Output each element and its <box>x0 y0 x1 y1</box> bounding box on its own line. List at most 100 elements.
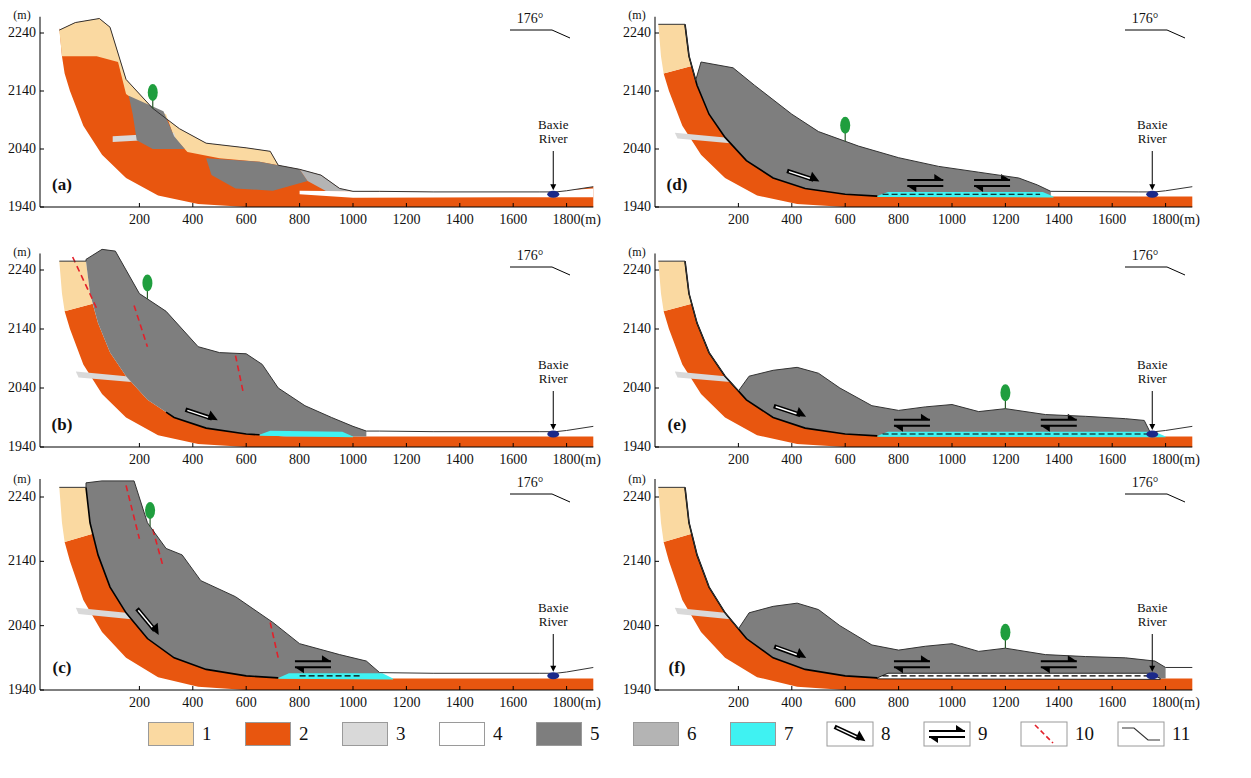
x-axis <box>40 207 593 208</box>
axis-label: 2040 <box>8 381 36 396</box>
bedrock <box>664 304 1193 447</box>
y-tick <box>655 33 659 34</box>
axis-label: 200 <box>728 453 749 468</box>
legend-swatch <box>633 722 679 746</box>
x-axis <box>40 447 593 448</box>
orientation-line <box>510 494 570 502</box>
axis-label: 2240 <box>623 490 651 505</box>
y-axis <box>40 253 41 447</box>
axis-label: 2140 <box>623 554 651 569</box>
arrow-head <box>974 186 983 192</box>
axis-label: 1400 <box>1045 453 1073 468</box>
legend-number: 5 <box>590 723 600 745</box>
y-axis <box>40 479 41 690</box>
x-tick <box>566 203 567 207</box>
x-tick <box>406 686 407 690</box>
y-tick <box>655 91 659 92</box>
slide-arrow <box>773 640 808 660</box>
orientation-line <box>510 267 570 275</box>
arrow-head <box>929 737 938 743</box>
legend-swatch <box>730 722 776 746</box>
axis-label: 2240 <box>8 26 36 41</box>
arrow-head <box>956 725 965 731</box>
landslide-mass <box>86 481 380 679</box>
y-tick <box>40 497 44 498</box>
axis-label: 2040 <box>623 142 651 157</box>
arrow-shaft <box>137 609 155 631</box>
legend-sample-frame <box>1021 722 1067 746</box>
arrow-core <box>836 728 857 738</box>
river <box>547 191 559 198</box>
slip-surface <box>86 487 278 678</box>
y-tick <box>40 329 44 330</box>
arrow-core <box>138 610 153 628</box>
arrow-head <box>322 655 331 661</box>
y-tick <box>655 447 659 448</box>
x-tick <box>299 443 300 447</box>
x-tick <box>1165 443 1166 447</box>
axis-label: 1000 <box>938 453 966 468</box>
axis-label: 1000 <box>339 696 367 711</box>
x-tick <box>1112 686 1113 690</box>
arrow-shaft <box>185 410 212 419</box>
river-pointer <box>1152 151 1153 185</box>
arrow-head <box>921 655 930 661</box>
arrow-head <box>207 411 219 423</box>
arrow-head <box>1041 667 1050 673</box>
axis-label: 600 <box>835 453 856 468</box>
arrow-head <box>934 174 943 180</box>
x-tick <box>513 443 514 447</box>
axis-label: 200 <box>129 696 150 711</box>
axis-label: 2240 <box>8 490 36 505</box>
axis-label: 2040 <box>623 381 651 396</box>
legend-sample-frame <box>827 722 873 746</box>
arrow-core <box>776 407 798 414</box>
legend-number: 8 <box>881 723 891 745</box>
axis-label: 1940 <box>8 440 36 455</box>
axis-label: 1200 <box>392 213 420 228</box>
river-label: Baxie River <box>538 601 568 628</box>
ground-surface <box>658 24 1192 195</box>
axis-label: 400 <box>781 696 802 711</box>
orientation-label: 176° <box>517 476 544 491</box>
axis-label: 1000 <box>938 213 966 228</box>
orientation-line <box>1125 30 1185 38</box>
tree-crown <box>840 117 850 134</box>
axis-label: 1800(m) <box>553 453 601 468</box>
axis-label: 2140 <box>8 322 36 337</box>
y-tick <box>655 270 659 271</box>
x-tick <box>845 203 846 207</box>
legend-number: 3 <box>396 723 406 745</box>
y-tick <box>655 561 659 562</box>
slide-arrow <box>786 164 821 184</box>
arrow-head <box>809 172 821 184</box>
x-tick <box>1112 203 1113 207</box>
x-tick <box>1058 686 1059 690</box>
y-tick <box>40 207 44 208</box>
axis-label: 1400 <box>446 453 474 468</box>
axis-label: 1000 <box>339 213 367 228</box>
x-tick <box>1005 443 1006 447</box>
river-pointer <box>1152 391 1153 425</box>
river-label: Baxie River <box>538 118 568 145</box>
axis-label: 200 <box>129 453 150 468</box>
shear-arrow <box>1041 655 1077 673</box>
y-tick <box>40 561 44 562</box>
slide-arrow <box>185 403 220 423</box>
tension-crack <box>270 622 278 657</box>
axis-label: 1400 <box>446 696 474 711</box>
ground-surface <box>59 249 593 434</box>
x-tick <box>353 443 354 447</box>
axis-label: 1800(m) <box>1152 453 1200 468</box>
legend-swatch <box>342 722 388 746</box>
axis-label: 800 <box>888 213 909 228</box>
y-axis <box>655 479 656 690</box>
x-tick <box>246 686 247 690</box>
saturated-zone <box>877 432 1165 438</box>
x-tick <box>791 443 792 447</box>
axis-label: 1200 <box>392 696 420 711</box>
arrow-head <box>796 648 809 660</box>
panel-label: (a) <box>52 176 72 194</box>
slip-zone-dash <box>883 675 1155 676</box>
section-panel <box>655 17 1192 207</box>
